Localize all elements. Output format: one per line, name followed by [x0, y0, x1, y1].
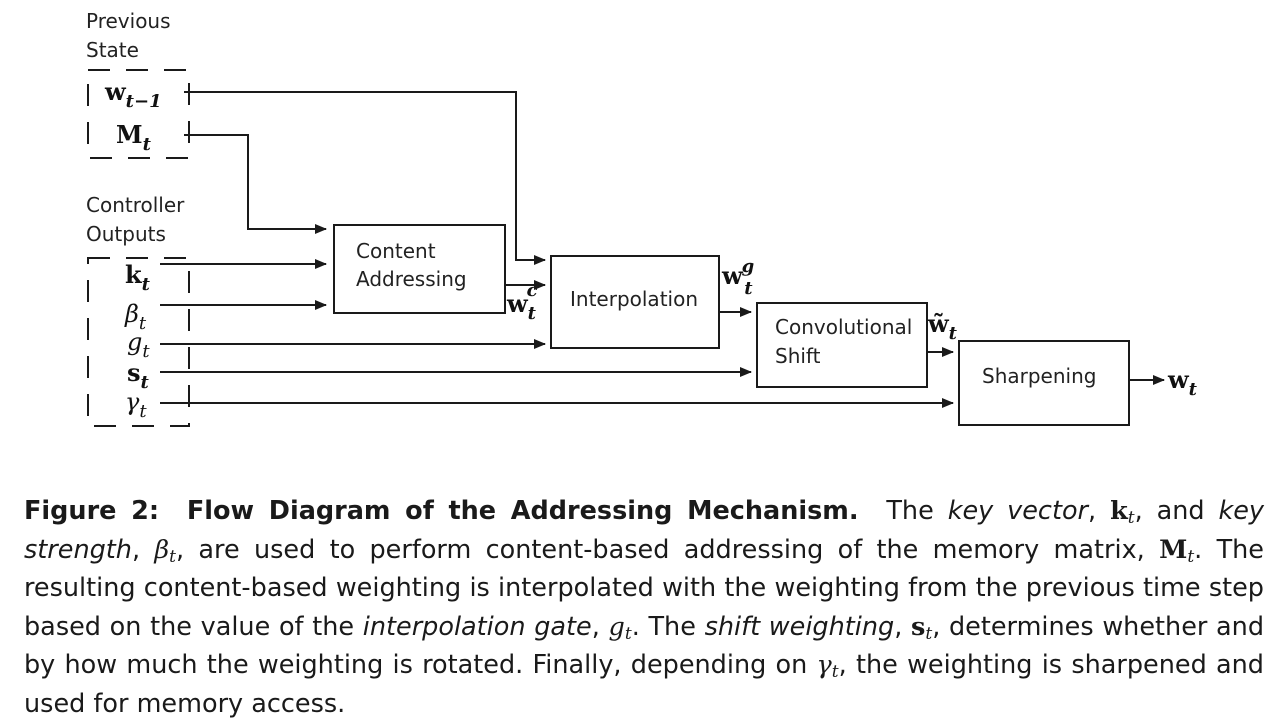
caption-text: , determines whether and by how much the… [24, 611, 1265, 681]
caption-k-symbol: k [1110, 496, 1128, 526]
figure-label: Figure 2: [24, 496, 160, 526]
caption-g-symbol: g [608, 611, 625, 642]
shifted-weighting-symbol: w̃t [927, 309, 958, 344]
caption-s-symbol: s [911, 611, 926, 642]
caption-text: , are used to perform content-based addr… [175, 534, 1145, 565]
controller-outputs-group [87, 257, 190, 427]
interpolation-label: Interpolation [570, 287, 698, 311]
shift-weighting-term: shift weighting [704, 611, 895, 642]
controller-outputs-label: Controller Outputs [86, 193, 191, 246]
caption-beta-sub: t [169, 546, 176, 567]
previous-state-label: Previous State [86, 9, 177, 62]
caption-text: . The [631, 611, 696, 642]
caption-beta-symbol: β [154, 534, 170, 565]
caption-gamma-sub: t [831, 662, 839, 682]
previous-state-group [87, 69, 190, 159]
content-addressing-label: Content Addressing [356, 239, 467, 291]
caption-text: The [886, 496, 934, 526]
caption-text: . The resulting content-based weighting … [24, 534, 1264, 642]
sharpening-box [958, 340, 1130, 426]
figure-caption: Figure 2: Flow Diagram of the Addressing… [24, 496, 1265, 719]
caption-text: , and [1134, 496, 1205, 526]
caption-M-sub: t [1187, 546, 1195, 567]
key-vector-symbol: kt [125, 260, 151, 295]
w-prev-symbol: wt−1 [104, 77, 162, 112]
interpolation-gate-symbol: gt [127, 328, 150, 362]
shift-weighting-symbol: st [127, 358, 150, 393]
memory-matrix-symbol: Mt [116, 120, 152, 155]
memory-to-content-addressing-arrow [184, 134, 327, 234]
caption-gamma-symbol: γ [816, 650, 832, 680]
caption-text: , the weighting is sharpened and used fo… [24, 650, 1264, 719]
sharpening-factor-symbol: γt [125, 388, 147, 422]
interpolation-box [550, 255, 720, 349]
interpolation-gate-term: interpolation gate [362, 611, 592, 642]
key-vector-term: key vector [947, 496, 1089, 526]
figure-heading: Flow Diagram of the Addressing Mechanism… [186, 496, 859, 526]
output-weighting-symbol: wt [1167, 365, 1198, 400]
caption-M-symbol: M [1159, 534, 1188, 565]
caption-k-sub: t [1127, 508, 1135, 528]
key-strength-symbol: βt [124, 300, 147, 334]
sharpening-label: Sharpening [982, 364, 1096, 388]
convolutional-shift-box [756, 302, 928, 388]
convolutional-shift-label: Convolutional Shift [775, 315, 919, 368]
w-prev-to-interpolation-arrow [184, 91, 546, 265]
addressing-flow-diagram: Previous State Controller Outputs wt−1 M… [86, 9, 1198, 427]
caption-s-sub: t [925, 623, 933, 644]
caption-g-sub: t [624, 623, 632, 644]
key-strength-term: key strength [24, 496, 1265, 565]
content-addressing-box [333, 224, 506, 314]
